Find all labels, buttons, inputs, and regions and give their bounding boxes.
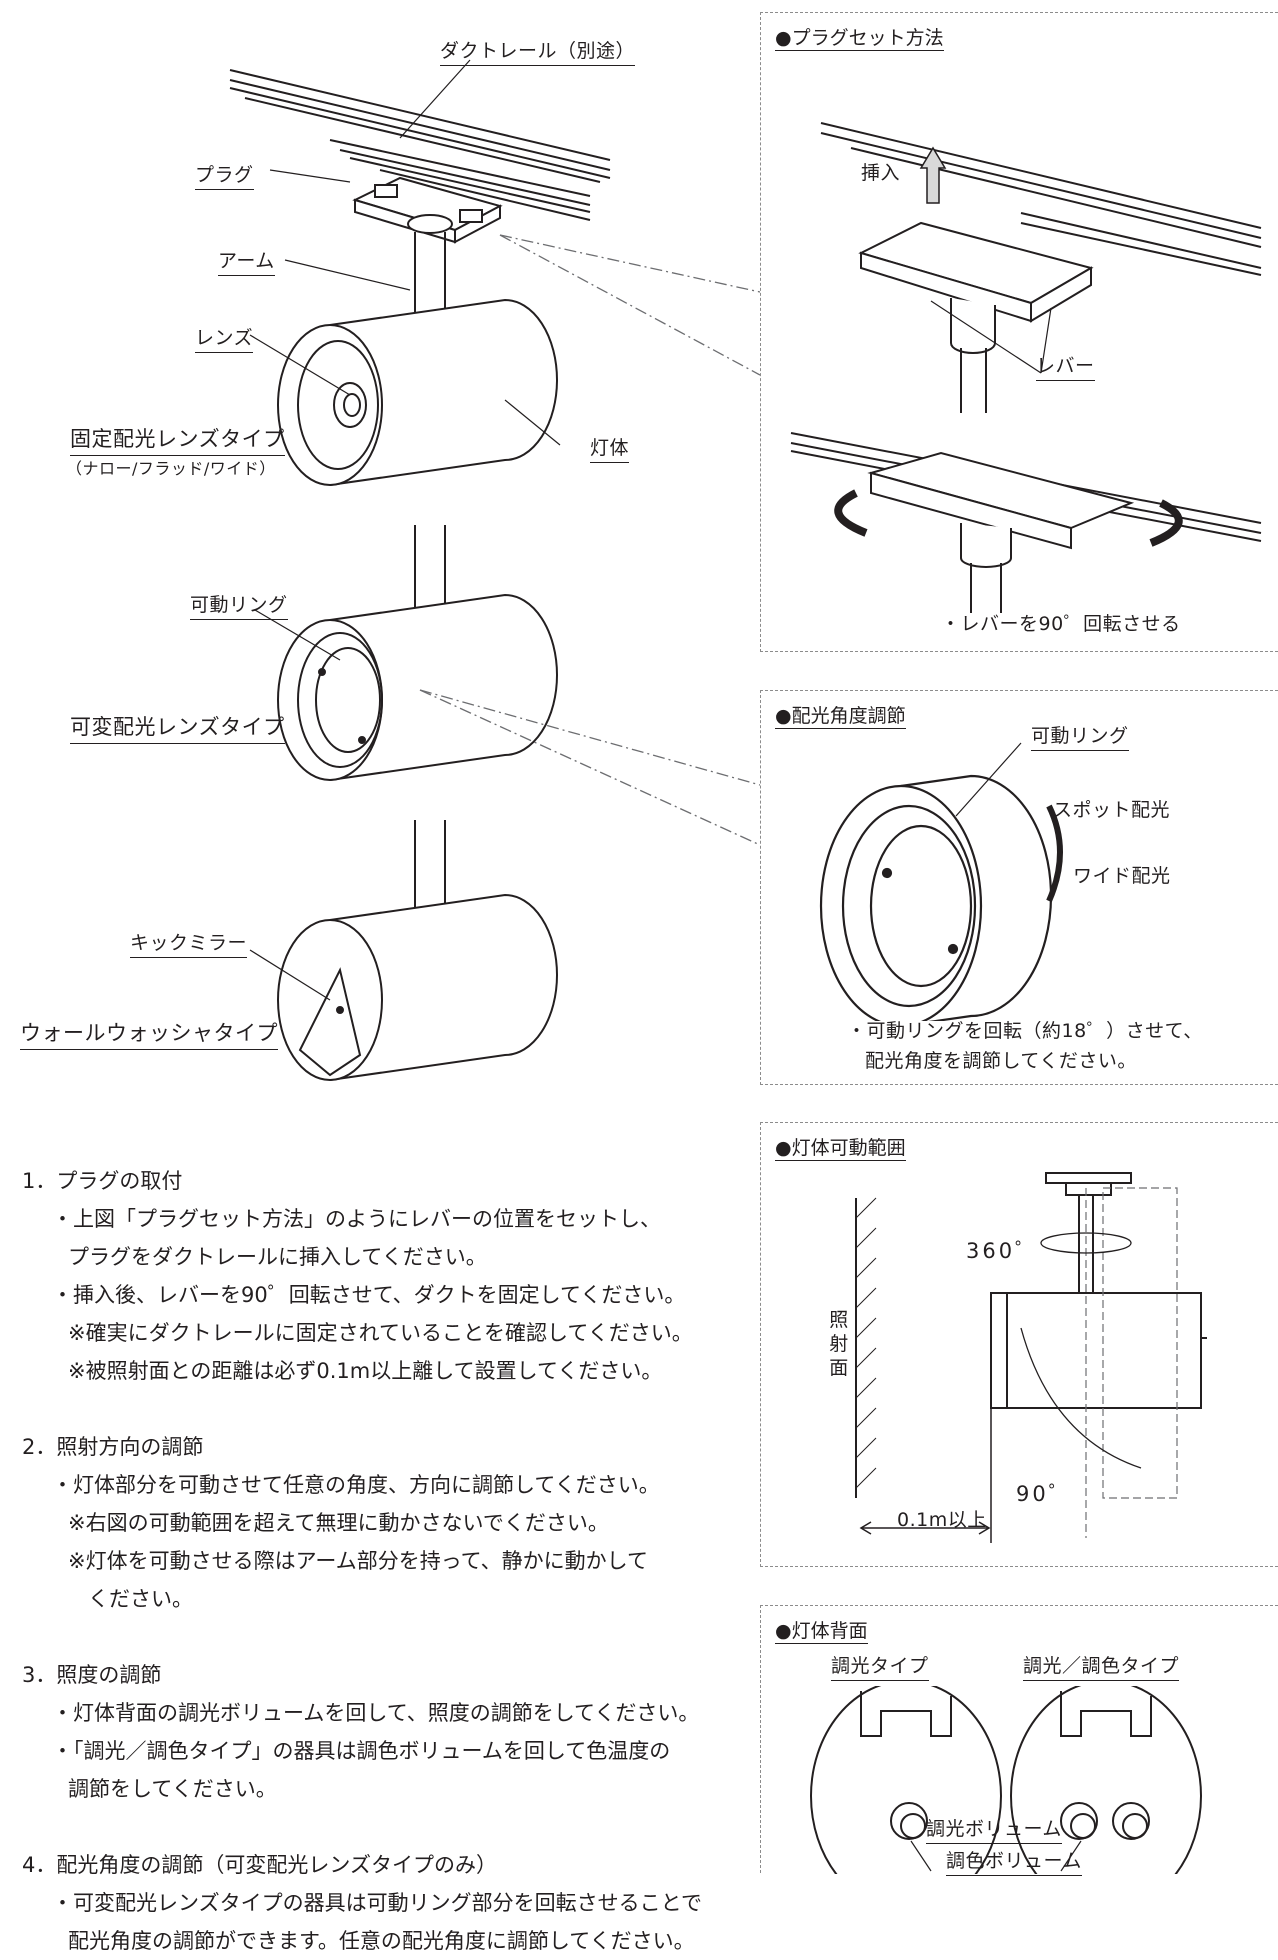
range-title: ●灯体可動範囲 — [775, 1133, 906, 1161]
section4-heading: 4．配光角度の調節（可変配光レンズタイプのみ） — [22, 1853, 497, 1877]
fixture-illustrations — [229, 59, 760, 915]
range-panel: ●灯体可動範囲 360゜ 90゜ 照射面 0. — [760, 1122, 1278, 1567]
back-drawing — [810, 1686, 1202, 1874]
fixed-lens-fixture-drawing — [277, 298, 558, 486]
section4-line2: 配光角度の調節ができます。任意の配光角度に調節してください。 — [68, 1929, 695, 1953]
variable-lens-fixture-drawing — [277, 593, 558, 781]
section1-line2: プラグをダクトレールに挿入してください。 — [68, 1245, 487, 1269]
section1-line3: ・挿入後、レバーを90゜回転させて、ダクトを固定してください。 — [52, 1283, 686, 1307]
surface-label: 照射面 — [829, 1309, 849, 1379]
plug-set-drawing — [790, 122, 1262, 613]
section4-line1: ・可変配光レンズタイプの器具は可動リング部分を回転させることで — [52, 1891, 702, 1915]
arm-label: アーム — [218, 246, 275, 276]
fixed-lens-subtypes-label: （ナロー/フラッド/ワイド） — [66, 459, 276, 478]
wide-label: ワイド配光 — [1073, 865, 1171, 887]
variable-lens-type-label: 可変配光レンズタイプ — [70, 711, 285, 744]
section1-line5: ※被照射面との距離は必ず0.1m以上離して設置してください。 — [68, 1359, 663, 1383]
dim-type-label: 調光タイプ — [831, 1651, 929, 1681]
section2-line1: ・灯体部分を可動させて任意の角度、方向に調節してください。 — [52, 1473, 660, 1497]
beam-note-line1: ・可動リングを回転（約18゜）させて、 — [847, 1020, 1203, 1042]
beam-adjust-panel: ●配光角度調節 可動リング スポット配光 ワイド配光 ・可動リングを回転（約18… — [760, 690, 1278, 1085]
dim-volume-label: 調光ボリューム — [926, 1814, 1062, 1844]
section2-heading: 2．照射方向の調節 — [22, 1435, 204, 1459]
section3-line2: ・「調光／調色タイプ」の器具は調色ボリュームを回して色温度の — [52, 1739, 671, 1763]
lever-label: レバー — [1036, 351, 1095, 381]
beam-adjust-title: ●配光角度調節 — [775, 701, 906, 729]
instructions: 1．プラグの取付 ・上図「プラグセット方法」のようにレバーの位置をセットし、 プ… — [22, 1162, 812, 1960]
deg360-label: 360゜ — [966, 1239, 1040, 1263]
section3-heading: 3．照度の調節 — [22, 1663, 162, 1687]
fixed-lens-type-label: 固定配光レンズタイプ — [70, 423, 285, 456]
body-label: 灯体 — [590, 433, 630, 463]
section1-line4: ※確実にダクトレールに固定されていることを確認してください。 — [68, 1321, 693, 1345]
duct-rail-drawing — [229, 69, 611, 221]
plug-set-note: ・レバーを90゜回転させる — [941, 613, 1181, 635]
back-title: ●灯体背面 — [775, 1616, 868, 1644]
beam-note-line2: 配光角度を調節してください。 — [865, 1050, 1137, 1072]
section1-heading: 1．プラグの取付 — [22, 1169, 183, 1193]
range-drawing — [855, 1172, 1207, 1543]
section3-line3: 調節をしてください。 — [68, 1777, 277, 1801]
section2-line4: ください。 — [88, 1587, 193, 1611]
plug-drawing — [352, 176, 503, 244]
section2-line2: ※右図の可動範囲を超えて無理に動かさないでください。 — [68, 1511, 609, 1535]
duct-rail-label: ダクトレール（別途） — [440, 36, 636, 66]
section3-line1: ・灯体背面の調光ボリュームを回して、照度の調節をしてください。 — [52, 1701, 700, 1725]
lens-label: レンズ — [195, 323, 254, 353]
spot-label: スポット配光 — [1053, 799, 1171, 821]
kick-mirror-label: キックミラー — [130, 928, 248, 958]
beam-adjust-drawing — [819, 742, 1063, 1021]
deg90-label: 90゜ — [1016, 1482, 1073, 1506]
back-panel: ●灯体背面 調光タイプ 調光／調色タイプ 調光ボリューム 調色ボリューム — [760, 1605, 1278, 1876]
section1-line1: ・上図「プラグセット方法」のようにレバーの位置をセットし、 — [52, 1207, 661, 1231]
plug-set-title: ●プラグセット方法 — [775, 23, 944, 51]
insert-label: 挿入 — [861, 162, 901, 184]
dim-color-type-label: 調光／調色タイプ — [1023, 1651, 1180, 1681]
plug-label: プラグ — [195, 160, 254, 190]
wall-washer-fixture-drawing — [249, 893, 558, 1081]
section2-line3: ※灯体を可動させる際はアーム部分を持って、静かに動かして — [68, 1549, 648, 1573]
movable-ring-label: 可動リング — [190, 590, 288, 620]
ring-label: 可動リング — [1031, 721, 1129, 751]
plug-set-panel: ●プラグセット方法 — [760, 12, 1278, 652]
distance-label: 0.1m以上 — [897, 1509, 987, 1531]
wall-washer-type-label: ウォールウォッシャタイプ — [20, 1017, 278, 1050]
color-volume-label: 調色ボリューム — [946, 1846, 1082, 1876]
